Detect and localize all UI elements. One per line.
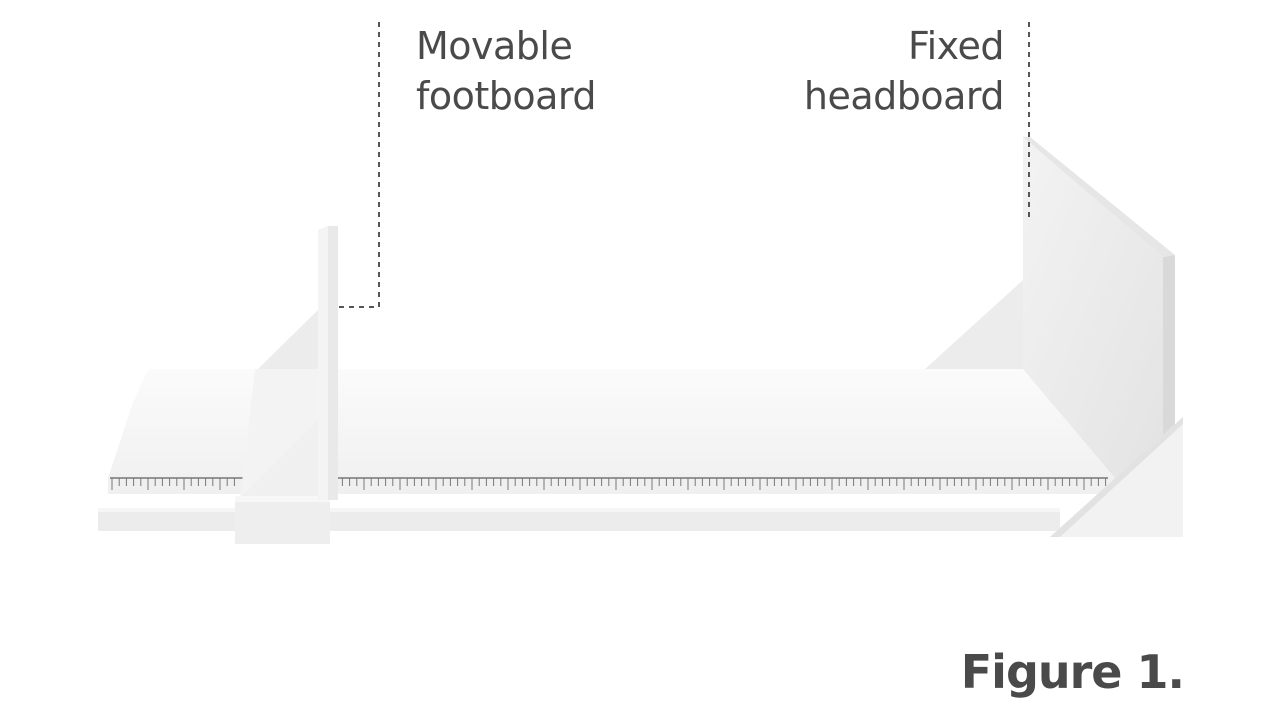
movable-footboard-label-line1: Movable	[416, 24, 573, 68]
footboard-leader-line	[338, 22, 380, 308]
footboard-block-top	[235, 496, 330, 502]
figure-caption: Figure 1.	[960, 645, 1185, 699]
movable-footboard-label: Movable footboard	[416, 21, 597, 121]
fixed-headboard-label-line2: headboard	[803, 74, 1005, 118]
footboard-brace-back	[258, 308, 320, 369]
headboard-side	[1163, 255, 1175, 462]
footboard-brace-front	[238, 420, 318, 500]
footboard-panel-face	[318, 226, 328, 500]
headboard-brace-shadow	[1050, 417, 1183, 537]
movable-footboard-label-line2: footboard	[416, 74, 597, 118]
platform-front	[108, 478, 1115, 494]
headboard-panel	[1023, 137, 1163, 478]
fixed-headboard-label-line1: Fixed	[908, 24, 1004, 68]
platform-rail-top	[98, 508, 1060, 512]
headboard-edge	[1023, 137, 1175, 257]
platform-rail	[98, 512, 1060, 531]
platform-top	[108, 369, 1115, 478]
fixed-headboard-label: Fixed headboard	[803, 21, 1005, 121]
footboard-base	[240, 369, 318, 500]
footboard-block	[235, 500, 330, 544]
headboard-brace-back	[925, 280, 1023, 369]
